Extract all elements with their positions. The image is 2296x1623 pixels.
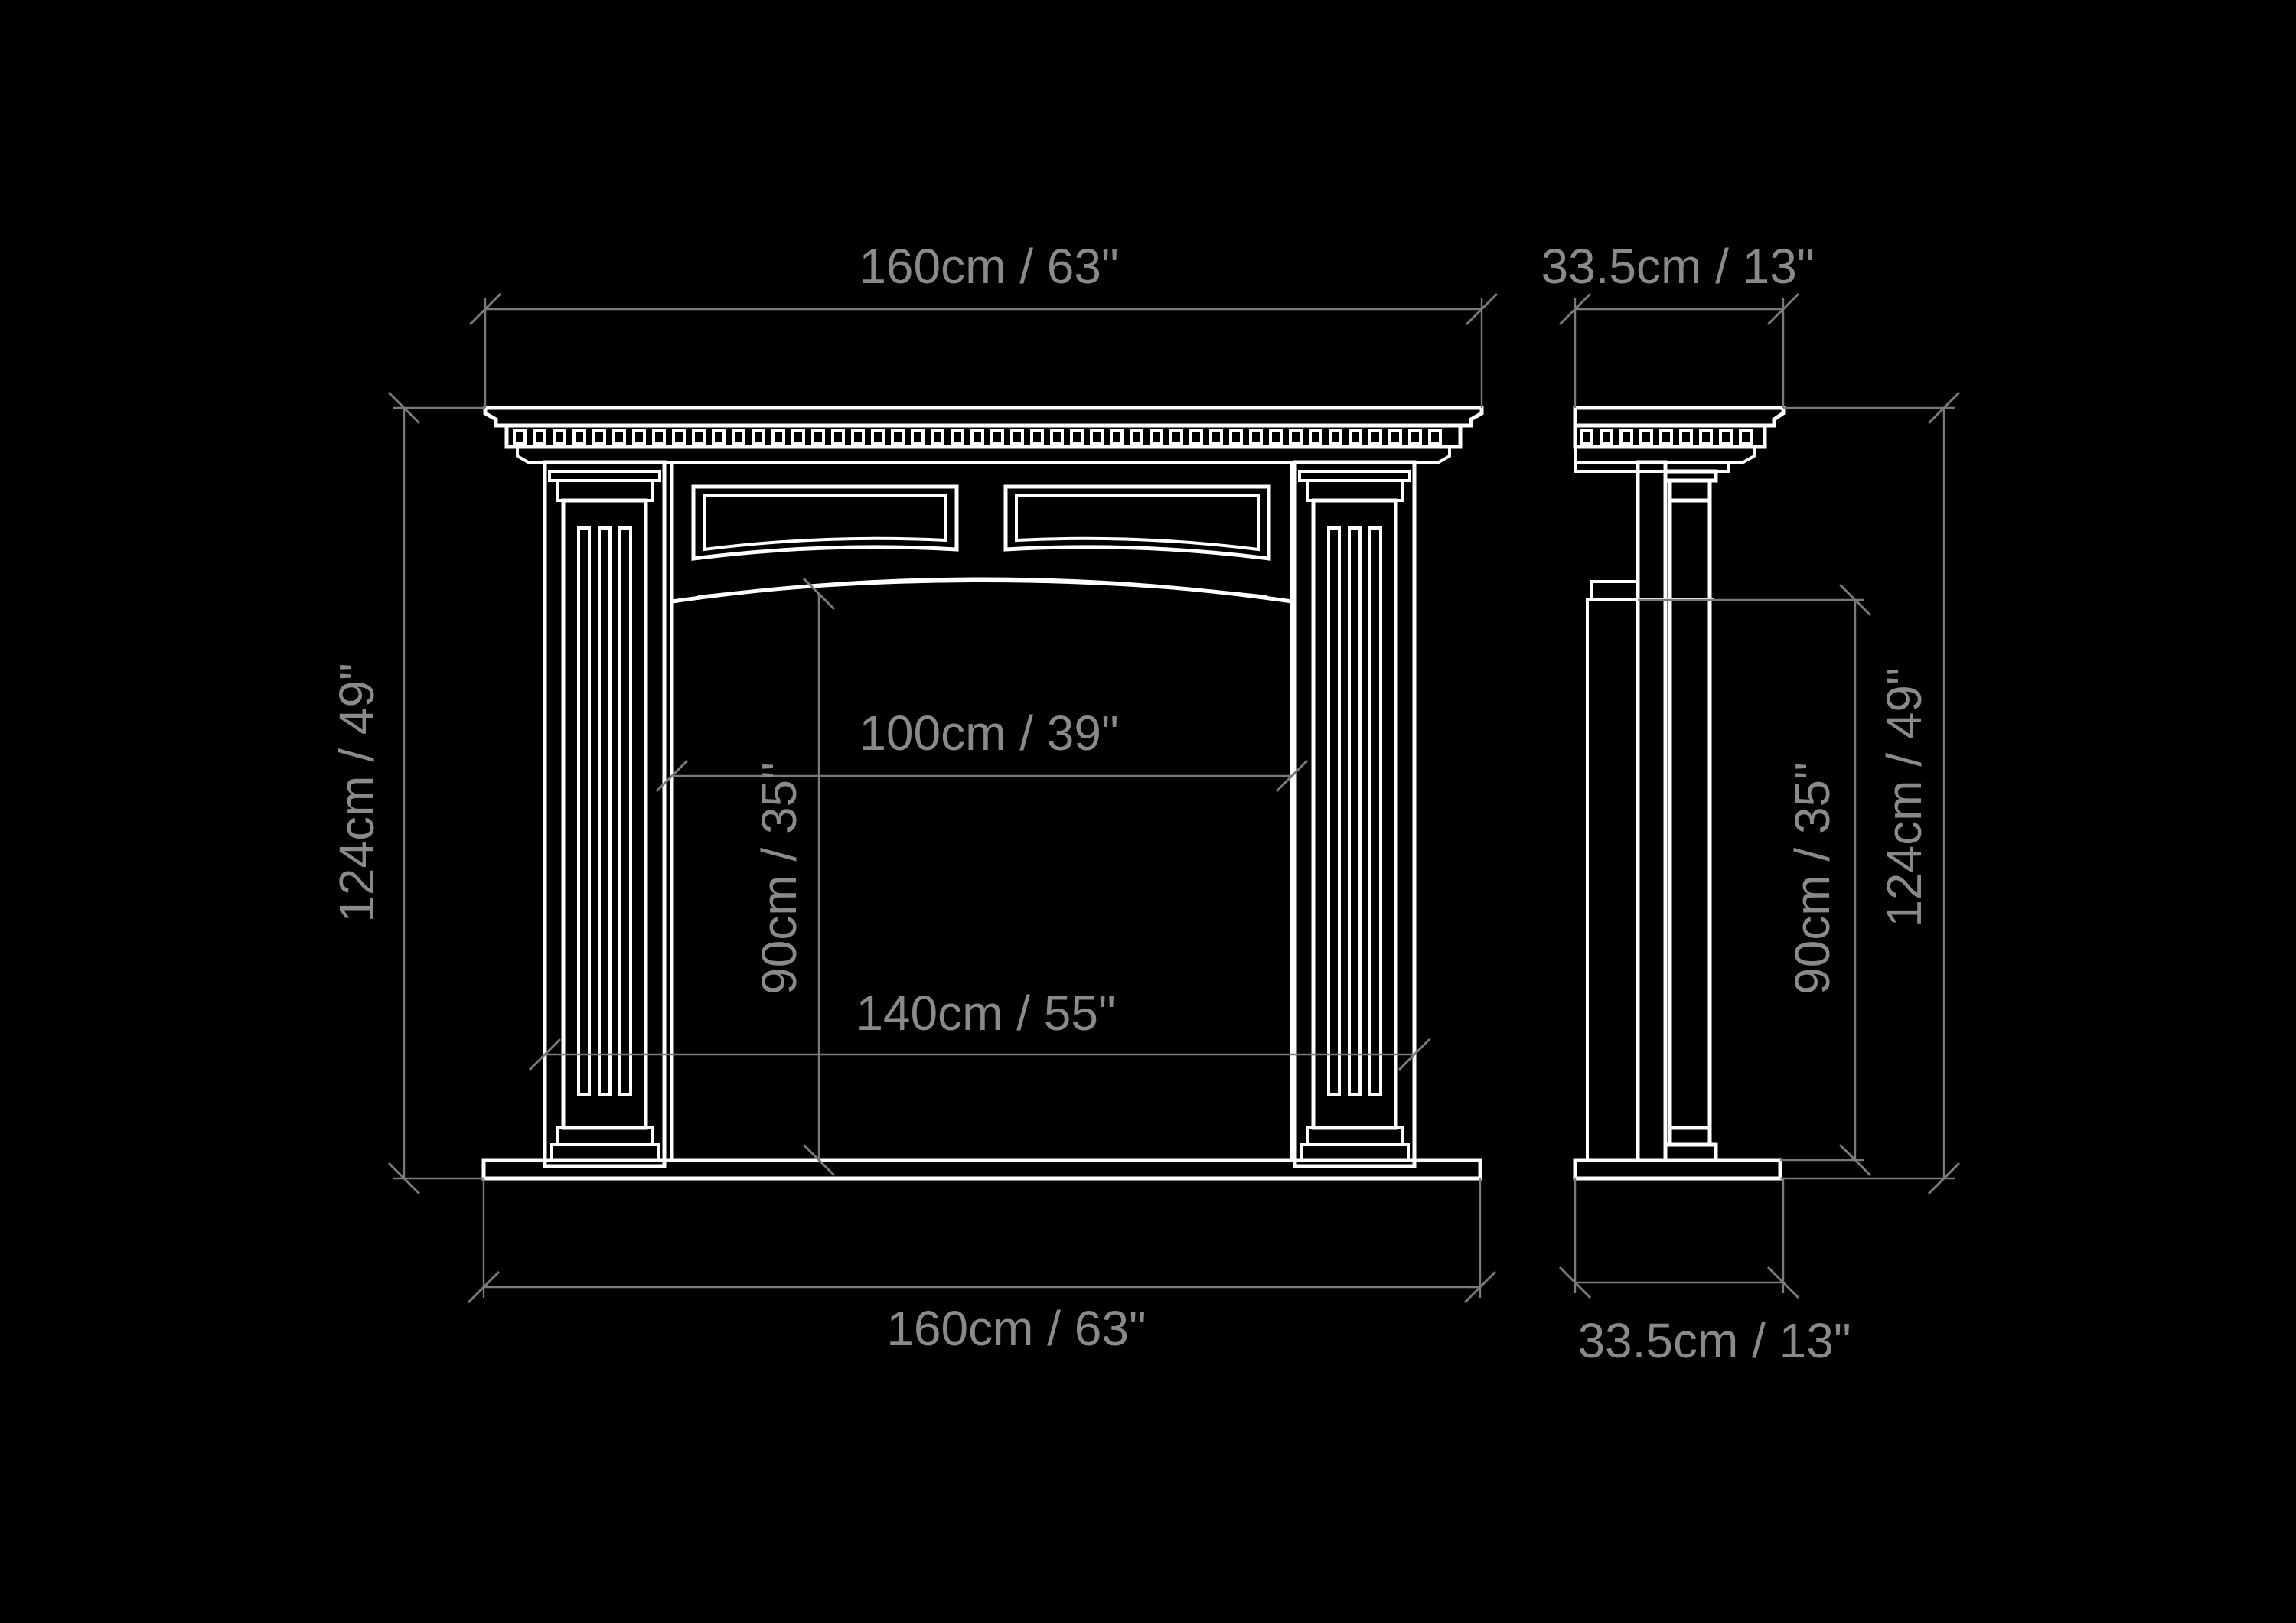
dentil-block — [891, 429, 905, 445]
dentil-block — [1289, 429, 1303, 445]
dentil-block — [970, 429, 984, 445]
dentil-block — [871, 429, 885, 445]
dimension-labels: 160cm / 63" 160cm / 63" 124cm / 49" 100c… — [329, 239, 1932, 1368]
dentil-block — [1090, 429, 1104, 445]
dentil-block — [1699, 429, 1713, 445]
dentil-block — [1130, 429, 1143, 445]
dentil-block — [672, 429, 686, 445]
dentil-block — [1639, 429, 1653, 445]
dentil-block — [1309, 429, 1322, 445]
dentil-block — [592, 429, 606, 445]
dentil-block — [1169, 429, 1183, 445]
front-bottom-width-label: 160cm / 63" — [886, 1301, 1146, 1356]
dentil-block — [1739, 429, 1753, 445]
opening-width-label: 100cm / 39" — [859, 706, 1118, 761]
dentil-block — [513, 429, 527, 445]
dentil-block — [931, 429, 944, 445]
side-dentil-molding — [1580, 429, 1753, 445]
front-top-width-label: 160cm / 63" — [859, 239, 1118, 294]
dentil-block — [1719, 429, 1733, 445]
side-view — [1573, 406, 1786, 1181]
dimension-lines — [387, 292, 1961, 1304]
dentil-block — [1110, 429, 1124, 445]
dentil-block — [632, 429, 646, 445]
hearth-base — [481, 1158, 1482, 1181]
dentil-block — [771, 429, 785, 445]
dentil-block — [791, 429, 805, 445]
dentil-block — [612, 429, 626, 445]
dentil-block — [1329, 429, 1342, 445]
frieze-panel-left — [691, 484, 959, 561]
side-bottom-depth-label: 33.5cm / 13" — [1577, 1313, 1851, 1368]
right-pillar — [1293, 460, 1417, 1168]
dentil-block — [1269, 429, 1283, 445]
side-pillar — [1636, 460, 1718, 1162]
dentil-block — [1010, 429, 1024, 445]
dentil-block — [1408, 429, 1422, 445]
dentil-block — [1349, 429, 1362, 445]
dentil-block — [1070, 429, 1084, 445]
side-top-depth-label: 33.5cm / 13" — [1541, 239, 1814, 294]
front-height-label: 124cm / 49" — [329, 663, 384, 922]
dentil-block — [990, 429, 1004, 445]
dentil-block — [652, 429, 666, 445]
dentil-block — [1229, 429, 1243, 445]
dentil-block — [692, 429, 706, 445]
dentil-block — [572, 429, 586, 445]
dentil-block — [1659, 429, 1673, 445]
side-mantel-shelf — [1573, 406, 1786, 473]
dentil-block — [1150, 429, 1163, 445]
dentil-block — [1679, 429, 1693, 445]
dentil-block — [1580, 429, 1593, 445]
dentil-block — [553, 429, 566, 445]
dentil-block — [533, 429, 546, 445]
dentil-block — [911, 429, 925, 445]
dentil-block — [1249, 429, 1263, 445]
dentil-block — [1428, 429, 1442, 445]
front-view — [481, 406, 1484, 1181]
dentil-block — [1050, 429, 1064, 445]
dentil-block — [1600, 429, 1613, 445]
frieze-panel-right — [1003, 484, 1271, 561]
dentil-block — [851, 429, 865, 445]
dentil-block — [1368, 429, 1382, 445]
side-opening-height-label: 90cm / 35" — [1785, 762, 1840, 995]
dentil-block — [1030, 429, 1044, 445]
fire-opening — [670, 462, 1294, 1160]
dentil-block — [1189, 429, 1203, 445]
dentil-block — [1209, 429, 1223, 445]
side-height-label: 124cm / 49" — [1877, 667, 1932, 927]
dentil-block — [1619, 429, 1633, 445]
opening-height-label: 90cm / 35" — [752, 762, 807, 995]
side-hearth-base — [1573, 1158, 1782, 1181]
mantel-shelf — [483, 406, 1484, 464]
dentil-block — [752, 429, 765, 445]
dentil-block — [732, 429, 745, 445]
left-pillar — [543, 460, 667, 1168]
dentil-block — [712, 429, 726, 445]
dentil-block — [831, 429, 845, 445]
dentil-block — [811, 429, 825, 445]
width-between-pillars-label: 140cm / 55" — [856, 986, 1115, 1041]
dentil-block — [951, 429, 964, 445]
dentil-molding — [513, 429, 1442, 445]
side-insert — [1586, 580, 1714, 1162]
dentil-block — [1388, 429, 1402, 445]
